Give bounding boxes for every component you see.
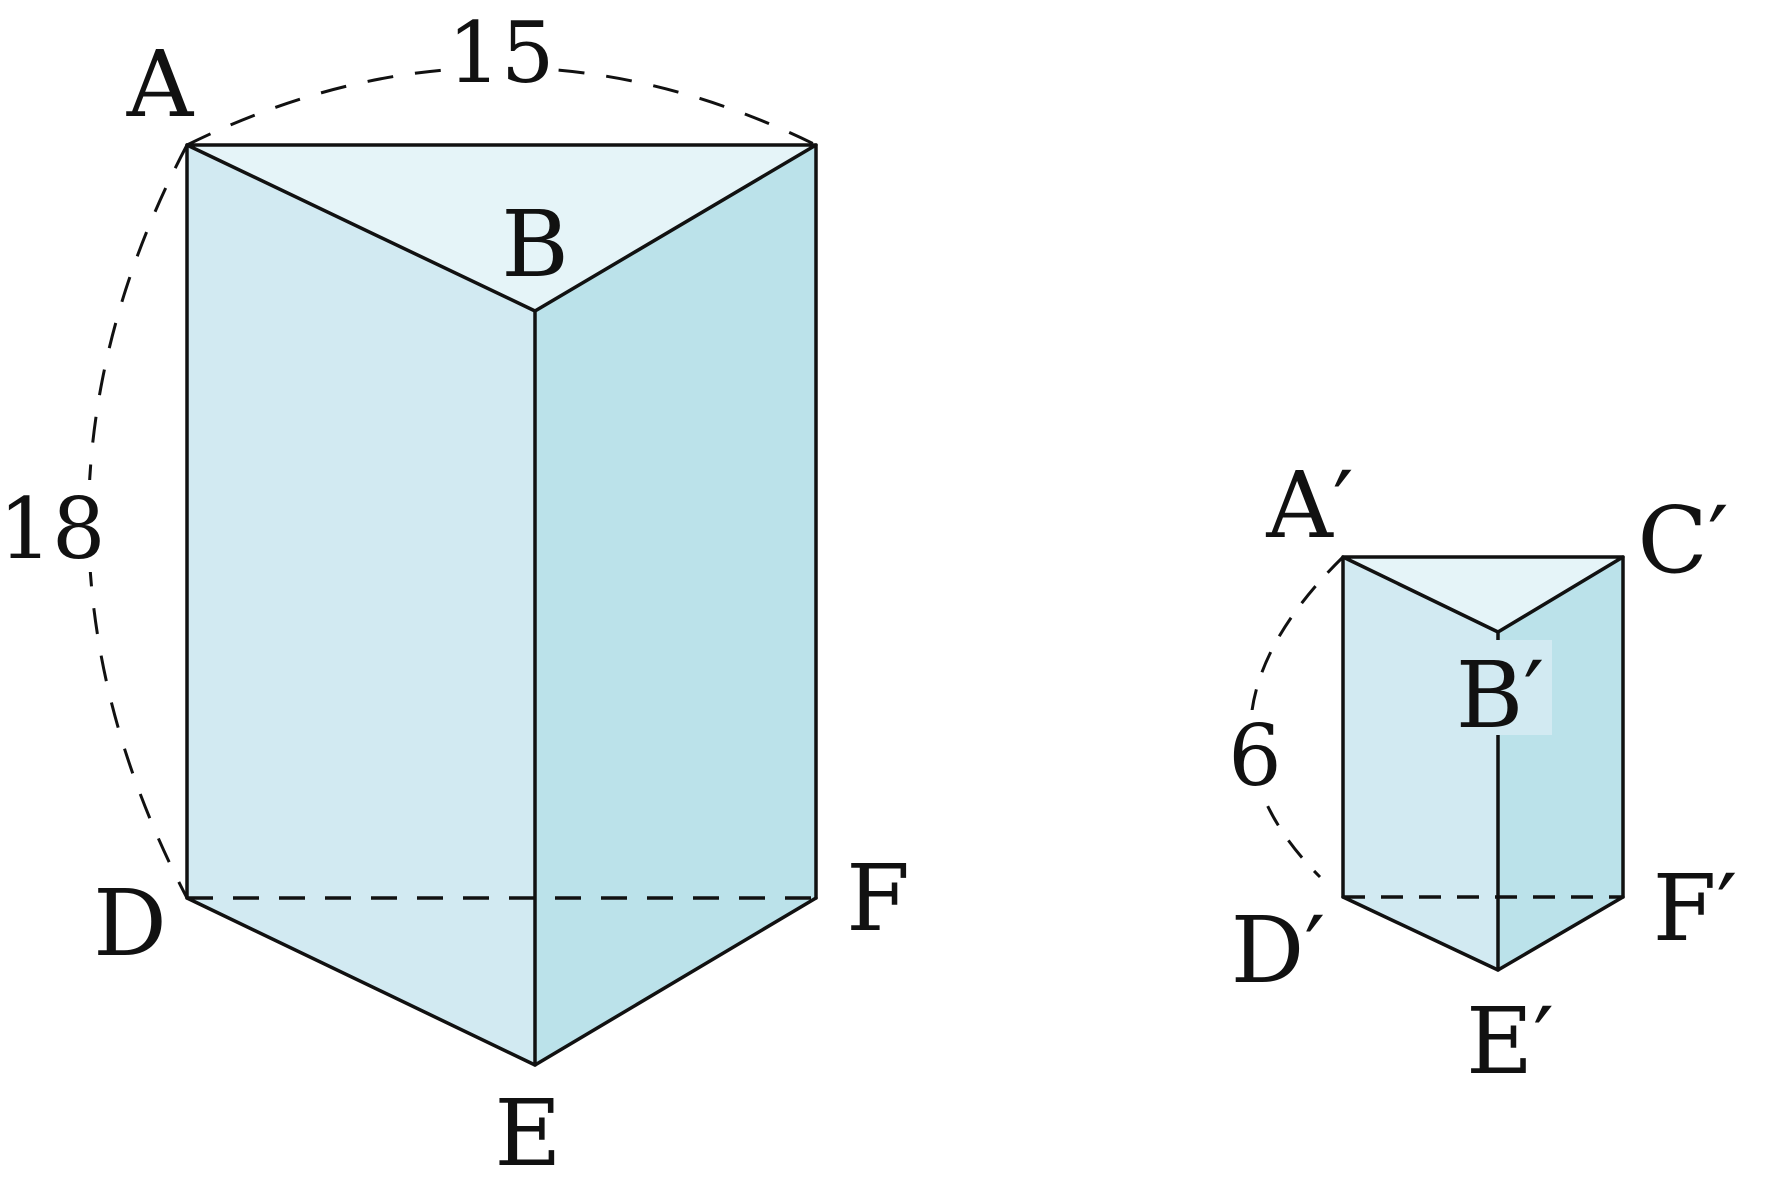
- large-prism-bottom-outline: [185, 896, 818, 1067]
- large-prism-left-face: [187, 145, 535, 1065]
- small-prism-top-outline: [1341, 555, 1625, 634]
- large-prism-height-label-bg: [2, 480, 102, 572]
- vertex-label-d-prime: D′: [1231, 897, 1326, 1004]
- large-prism-width-label-bg: [452, 5, 550, 91]
- small-prism-height-label: 6: [1228, 707, 1281, 805]
- small-prism-height-arc: [1248, 555, 1345, 879]
- vertex-label-d: D: [93, 870, 167, 977]
- large-prism-top-outline: [185, 143, 818, 313]
- small-prism-top-face: [1343, 557, 1623, 632]
- small-prism-left-face: [1343, 557, 1498, 970]
- small-prism-height-label-bg: [1225, 710, 1285, 796]
- large-prism-height-label: 18: [0, 480, 105, 578]
- vertex-label-f-prime: F′: [1653, 855, 1738, 962]
- small-prism: 6 A′ B′ C′ D′ E′ F′: [1225, 452, 1737, 1095]
- vertex-label-e-prime: E′: [1466, 988, 1554, 1095]
- vertex-label-f: F: [846, 845, 910, 952]
- vertex-label-a-prime: A′: [1265, 452, 1353, 559]
- large-prism-width-arc: [186, 66, 817, 147]
- vertex-label-b: B: [501, 191, 569, 298]
- large-prism-right-face: [535, 145, 816, 1065]
- vertex-label-a: A: [126, 31, 195, 138]
- large-prism: 15 18 A B D E F: [0, 4, 910, 1187]
- small-prism-b-label-bg: [1462, 640, 1552, 735]
- vertex-label-c-prime: C′: [1637, 487, 1728, 594]
- large-prism-top-face: [187, 145, 816, 311]
- vertex-label-b-prime: B′: [1456, 642, 1545, 749]
- small-prism-bottom-outline: [1341, 895, 1625, 972]
- large-prism-width-label: 15: [448, 4, 555, 102]
- vertex-label-e: E: [494, 1080, 561, 1187]
